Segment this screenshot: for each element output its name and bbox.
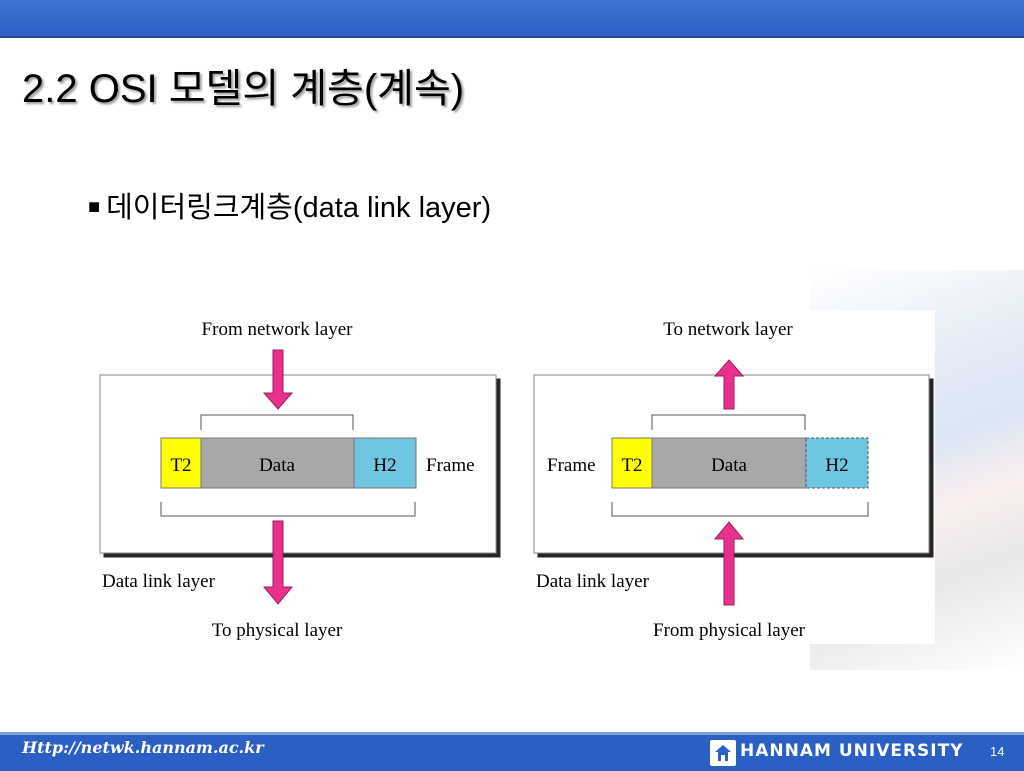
slide-title: 2.2 OSI 모델의 계층(계속) bbox=[22, 67, 465, 111]
left-header-cell bbox=[353, 437, 417, 489]
footer-url-link[interactable]: Http://netwk.hannam.ac.kr bbox=[22, 738, 264, 757]
page-number: 14 bbox=[990, 744, 1005, 759]
right-layer-label: Data link layer bbox=[536, 571, 650, 592]
bullet-mark-icon: ■ bbox=[88, 196, 101, 218]
bullet-text: 데이터링크계층(data link layer) bbox=[106, 192, 492, 224]
right-bottom-label: From physical layer bbox=[653, 620, 806, 641]
left-diagram: From network layer T2 Data H2 Frame Data… bbox=[99, 319, 497, 641]
left-arrow-in-icon bbox=[262, 349, 294, 410]
left-layer-label: Data link layer bbox=[102, 571, 216, 592]
right-arrow-in-icon bbox=[713, 521, 745, 606]
right-top-bracket bbox=[651, 414, 806, 430]
left-frame-label: Frame bbox=[426, 455, 475, 476]
left-t2-label: T2 bbox=[170, 455, 191, 476]
right-bottom-bracket bbox=[611, 502, 869, 517]
right-frame-label: Frame bbox=[547, 455, 596, 476]
left-bottom-label: To physical layer bbox=[212, 620, 343, 641]
university-emblem-icon bbox=[710, 740, 736, 766]
left-trailer-cell bbox=[160, 437, 202, 489]
right-arrow-out-icon bbox=[713, 359, 745, 410]
data-link-layer-diagram: From network layer T2 Data H2 Frame Data… bbox=[99, 310, 935, 644]
left-bottom-bracket bbox=[160, 502, 416, 517]
left-data-cell bbox=[200, 437, 355, 489]
right-header-cell bbox=[805, 437, 869, 489]
footer-bar bbox=[0, 732, 1024, 771]
right-trailer-cell bbox=[611, 437, 653, 489]
university-name: HANNAM UNIVERSITY bbox=[740, 741, 964, 761]
left-data-label: Data bbox=[259, 455, 295, 476]
right-top-label: To network layer bbox=[663, 319, 793, 340]
left-top-bracket bbox=[200, 414, 354, 430]
left-arrow-out-icon bbox=[262, 520, 294, 605]
left-top-label: From network layer bbox=[202, 319, 354, 340]
right-diagram: To network layer Frame T2 Data H2 Data l… bbox=[522, 310, 935, 644]
top-banner bbox=[0, 0, 1024, 38]
right-t2-label: T2 bbox=[621, 455, 642, 476]
right-h2-label: H2 bbox=[825, 455, 848, 476]
right-data-label: Data bbox=[711, 455, 747, 476]
bullet-item: ■데이터링크계층(data link layer) bbox=[88, 184, 491, 226]
left-h2-label: H2 bbox=[373, 455, 396, 476]
